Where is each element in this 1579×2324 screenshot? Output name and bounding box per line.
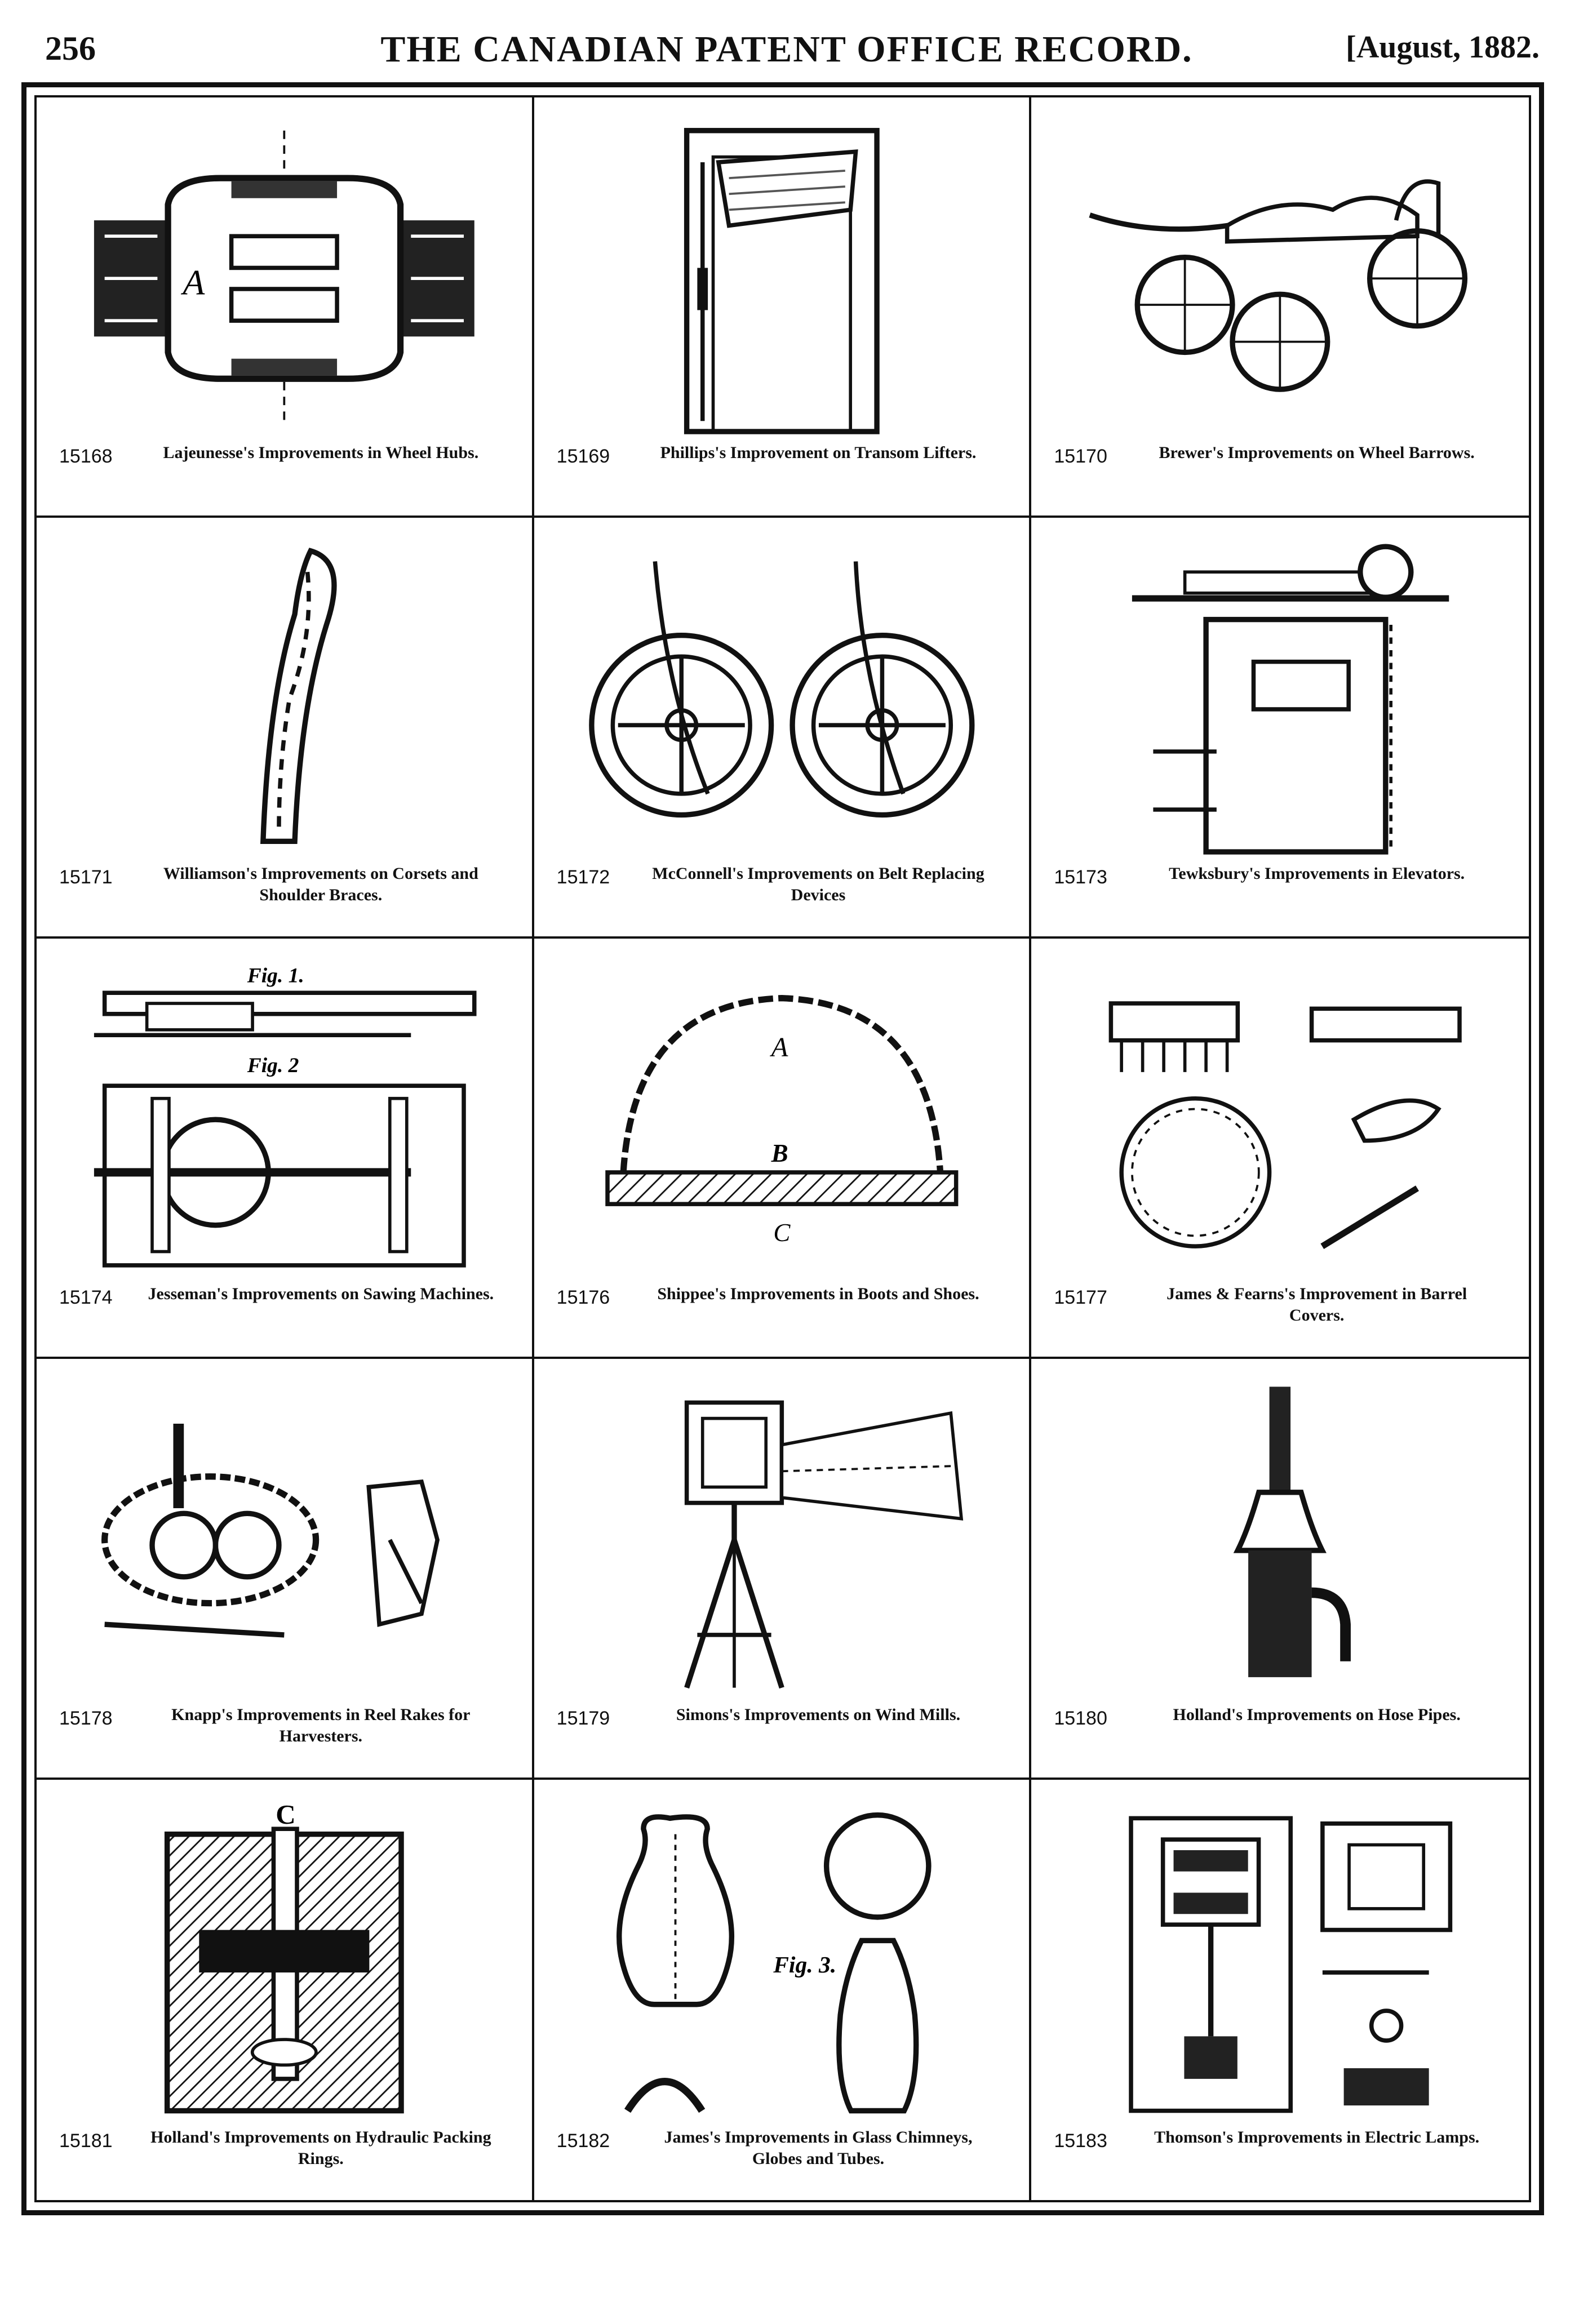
issue-date: [August, 1882.	[1346, 30, 1540, 65]
patent-caption: 15168 Lajeunesse's Improvements in Wheel…	[59, 442, 509, 504]
glass-chimney-illustration: Fig. 3.	[557, 1802, 1007, 2121]
patent-number: 15169	[556, 446, 610, 468]
patent-title: Brewer's Improvements on Wheel Barrows.	[1159, 443, 1475, 463]
patent-number: 15172	[556, 866, 610, 888]
sawing-machine-illustration: Fig. 1. Fig. 2	[59, 961, 509, 1278]
patent-caption: 15180 Holland's Improvements on Hose Pip…	[1054, 1704, 1506, 1766]
patent-title: Williamson's Improvements on Corsets and…	[163, 864, 478, 904]
patent-title: McConnell's Improvements on Belt Replaci…	[652, 864, 984, 904]
patent-number: 15178	[59, 1707, 113, 1729]
patent-title: Lajeunesse's Improvements in Wheel Hubs.	[163, 443, 479, 463]
patent-number: 15179	[556, 1707, 610, 1729]
patent-title: Shippee's Improvements in Boots and Shoe…	[657, 1285, 979, 1304]
patent-caption: 15172 McConnell's Improvements on Belt R…	[557, 863, 1007, 925]
figure-label: A	[180, 262, 205, 302]
wheel-barrow-illustration	[1054, 120, 1506, 437]
patent-grid: A 15168 Lajeunesse's Improvements in Whe…	[37, 97, 1529, 2200]
patent-cell-15180: 15180 Holland's Improvements on Hose Pip…	[1031, 1359, 1529, 1780]
patent-number: 15171	[59, 866, 113, 888]
patent-number: 15176	[556, 1287, 610, 1309]
barrel-cover-illustration	[1054, 961, 1506, 1278]
label-c: C	[773, 1219, 791, 1247]
page-header: 256 THE CANADIAN PATENT OFFICE RECORD. […	[34, 23, 1540, 85]
patent-caption: 15169 Phillips's Improvement on Transom …	[557, 442, 1007, 504]
patent-title: Holland's Improvements on Hydraulic Pack…	[150, 2128, 491, 2168]
patent-cell-15176: A B C 15176 Shippee's Improvements in Bo…	[534, 938, 1032, 1359]
patent-title: Thomson's Improvements in Electric Lamps…	[1154, 2128, 1480, 2147]
patent-cell-15168: A 15168 Lajeunesse's Improvements in Whe…	[37, 97, 534, 518]
patent-title: Jesseman's Improvements on Sawing Machin…	[148, 1285, 494, 1304]
figure-label: Fig. 3.	[773, 1952, 836, 1978]
patent-cell-15170: 15170 Brewer's Improvements on Wheel Bar…	[1031, 97, 1529, 518]
patent-cell-15172: 15172 McConnell's Improvements on Belt R…	[534, 518, 1032, 939]
patent-cell-15169: 15169 Phillips's Improvement on Transom …	[534, 97, 1032, 518]
patent-caption: 15183 Thomson's Improvements in Electric…	[1054, 2127, 1506, 2189]
patent-cell-15174: Fig. 1. Fig. 2 15174 Jesseman's Imp	[37, 938, 534, 1359]
patent-cell-15179: 15179 Simons's Improvements on Wind Mill…	[534, 1359, 1032, 1780]
belt-replacer-illustration	[557, 540, 1007, 857]
patent-number: 15173	[1054, 866, 1107, 888]
hydraulic-ring-illustration: C	[59, 1802, 509, 2121]
patent-title: James's Improvements in Glass Chimneys, …	[664, 2128, 973, 2168]
patent-cell-15178: 15178 Knapp's Improvements in Reel Rakes…	[37, 1359, 534, 1780]
patent-number: 15168	[59, 446, 113, 468]
figure-label: A	[769, 1032, 788, 1063]
patent-number: 15182	[556, 2130, 610, 2152]
figure-frame: A 15168 Lajeunesse's Improvements in Whe…	[21, 82, 1544, 2215]
patent-caption: 15181 Holland's Improvements on Hydrauli…	[59, 2127, 509, 2189]
page-title: THE CANADIAN PATENT OFFICE RECORD.	[380, 29, 1193, 70]
patent-caption: 15176 Shippee's Improvements in Boots an…	[557, 1283, 1007, 1345]
reel-rake-illustration	[59, 1381, 509, 1698]
wind-mill-illustration	[557, 1381, 1007, 1698]
patent-caption: 15182 James's Improvements in Glass Chim…	[557, 2127, 1007, 2189]
patent-caption: 15173 Tewksbury's Improvements in Elevat…	[1054, 863, 1506, 925]
figure-label-2: Fig. 2	[247, 1054, 299, 1077]
transom-lifter-illustration	[557, 120, 1007, 437]
patent-title: Phillips's Improvement on Transom Lifter…	[660, 443, 977, 463]
patent-cell-15177: 15177 James & Fearns's Improvement in Ba…	[1031, 939, 1529, 1359]
patent-number: 15183	[1054, 2130, 1107, 2152]
patent-cell-15173: 15173 Tewksbury's Improvements in Elevat…	[1031, 518, 1529, 939]
patent-cell-15182: Fig. 3. 15182 James's Improvements in Gl…	[534, 1779, 1032, 2200]
figure-frame-inner: A 15168 Lajeunesse's Improvements in Whe…	[34, 95, 1531, 2202]
electric-lamp-illustration	[1054, 1802, 1506, 2121]
patent-number: 15180	[1054, 1707, 1107, 1729]
patent-caption: 15177 James & Fearns's Improvement in Ba…	[1054, 1283, 1506, 1345]
patent-number: 15174	[59, 1287, 113, 1309]
patent-cell-15171: 15171 Williamson's Improvements on Corse…	[37, 518, 534, 939]
patent-title: Knapp's Improvements in Reel Rakes for H…	[171, 1705, 471, 1745]
patent-caption: 15178 Knapp's Improvements in Reel Rakes…	[59, 1704, 509, 1766]
patent-caption: 15170 Brewer's Improvements on Wheel Bar…	[1054, 442, 1506, 504]
patent-title: Simons's Improvements on Wind Mills.	[676, 1705, 961, 1724]
hose-pipe-illustration	[1054, 1381, 1506, 1698]
patent-caption: 15171 Williamson's Improvements on Corse…	[59, 863, 509, 925]
corset-brace-illustration	[59, 540, 509, 857]
boot-shoe-illustration: A B C	[557, 961, 1007, 1278]
patent-cell-15183: 15183 Thomson's Improvements in Electric…	[1031, 1780, 1529, 2200]
figure-label: Fig. 1.	[247, 964, 304, 987]
figure-label: C	[276, 1802, 295, 1830]
label-b: B	[770, 1139, 788, 1167]
page-number: 256	[45, 30, 96, 67]
patent-caption: 15174 Jesseman's Improvements on Sawing …	[59, 1283, 509, 1345]
patent-caption: 15179 Simons's Improvements on Wind Mill…	[557, 1704, 1007, 1766]
patent-number: 15170	[1054, 446, 1107, 468]
patent-number: 15177	[1054, 1287, 1107, 1309]
patent-number: 15181	[59, 2130, 113, 2152]
wheel-hub-illustration: A	[59, 120, 509, 437]
patent-title: Holland's Improvements on Hose Pipes.	[1173, 1705, 1461, 1724]
patent-title: James & Fearns's Improvement in Barrel C…	[1166, 1285, 1467, 1325]
elevator-illustration	[1054, 540, 1506, 857]
patent-cell-15181: C 15181 Holland's Improvements on Hydrau…	[37, 1779, 534, 2200]
patent-title: Tewksbury's Improvements in Elevators.	[1169, 864, 1465, 883]
